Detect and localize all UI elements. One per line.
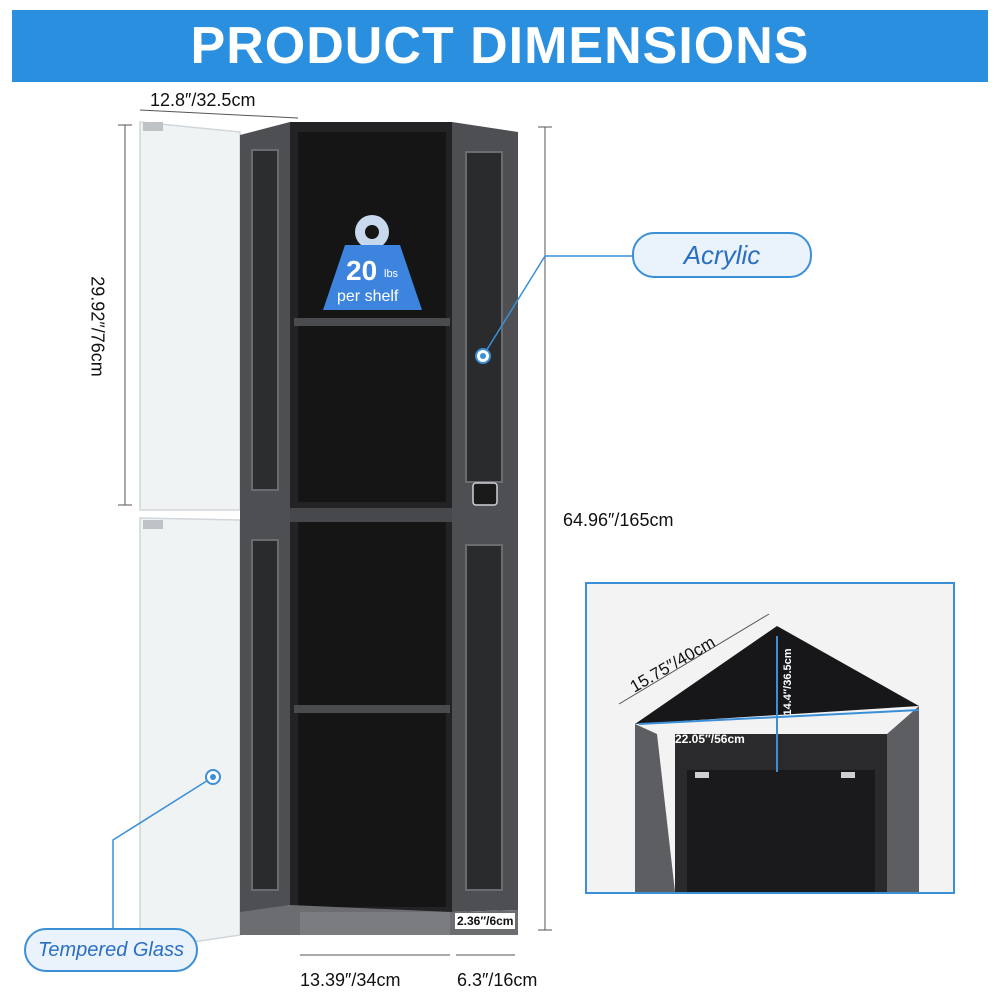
inset-width-label: 22.05″/56cm (675, 732, 745, 746)
weight-badge (323, 215, 422, 310)
side-width-label: 6.3″/16cm (457, 970, 538, 990)
acrylic-callout: Acrylic (632, 232, 812, 278)
shelf-1 (294, 318, 450, 326)
inset-side-line (618, 613, 770, 705)
upper-hinge-plate (143, 122, 163, 131)
title-banner: PRODUCT DIMENSIONS (12, 10, 988, 82)
right-upper-window (465, 151, 503, 483)
door-height-label: 29.92″/76cm (87, 276, 108, 377)
top-width-label: 12.8″/32.5cm (150, 90, 256, 110)
tempered-glass-callout: Tempered Glass (24, 928, 198, 972)
base-height-label: 2.36″/6cm (455, 913, 516, 929)
weight-value: 20 (346, 255, 378, 286)
touch-switch (472, 482, 498, 506)
top-view-inset: 15.75″/40cm 14.4″/36.5cm 22.05″/56cm (585, 582, 955, 894)
top-width-line (139, 109, 299, 119)
upper-glass-door (139, 121, 241, 511)
left-upper-window (251, 149, 279, 491)
left-lower-window (251, 539, 279, 891)
lower-hinge-plate (143, 520, 163, 529)
cabinet-interior-lower (298, 522, 446, 907)
shelf-2 (290, 508, 456, 522)
lower-glass-door (139, 517, 241, 951)
inset-width-line (638, 709, 920, 725)
base-plinth (300, 912, 450, 935)
page-title: PRODUCT DIMENSIONS (190, 17, 810, 75)
top-view-drawing (618, 613, 920, 892)
cabinet-interior-upper (298, 132, 446, 502)
acrylic-leader (482, 255, 632, 357)
right-lower-window (465, 544, 503, 891)
weight-unit: lbs (384, 268, 399, 280)
glass-leader (112, 776, 214, 930)
inset-depth-label: 14.4″/36.5cm (782, 648, 794, 716)
front-width-label: 13.39″/34cm (300, 970, 401, 990)
weight-caption: per shelf (337, 288, 399, 305)
inset-interior (687, 770, 875, 892)
inset-left-frame (635, 724, 675, 892)
shelf-3 (294, 705, 450, 713)
total-height-label: 64.96″/165cm (563, 510, 674, 530)
